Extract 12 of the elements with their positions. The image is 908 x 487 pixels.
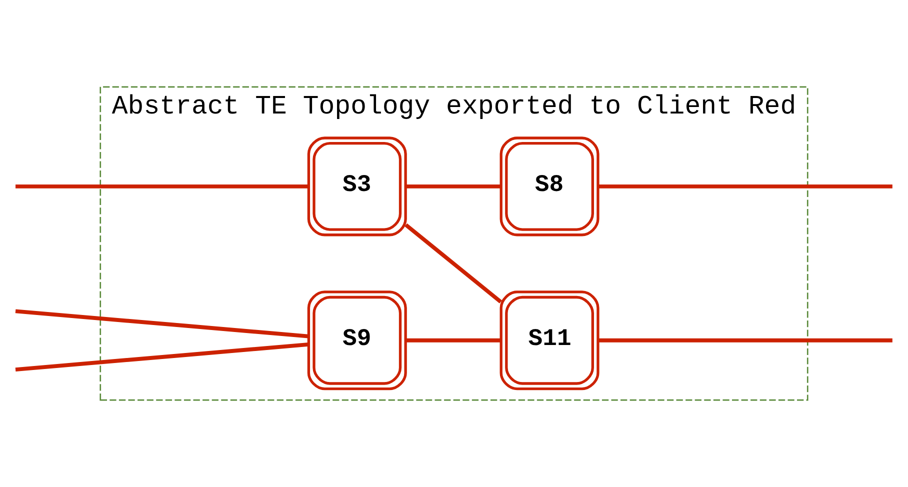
node-box: S3	[307, 136, 407, 236]
connector	[15, 342, 309, 372]
node-box: S11	[500, 290, 600, 390]
connector	[404, 223, 502, 304]
node-box: S8	[500, 136, 600, 236]
connector	[406, 184, 501, 188]
connector	[598, 184, 892, 188]
node-box: S9	[307, 290, 407, 390]
connector	[15, 309, 309, 338]
connector	[406, 338, 501, 342]
connector	[598, 338, 892, 342]
connector	[16, 184, 308, 188]
